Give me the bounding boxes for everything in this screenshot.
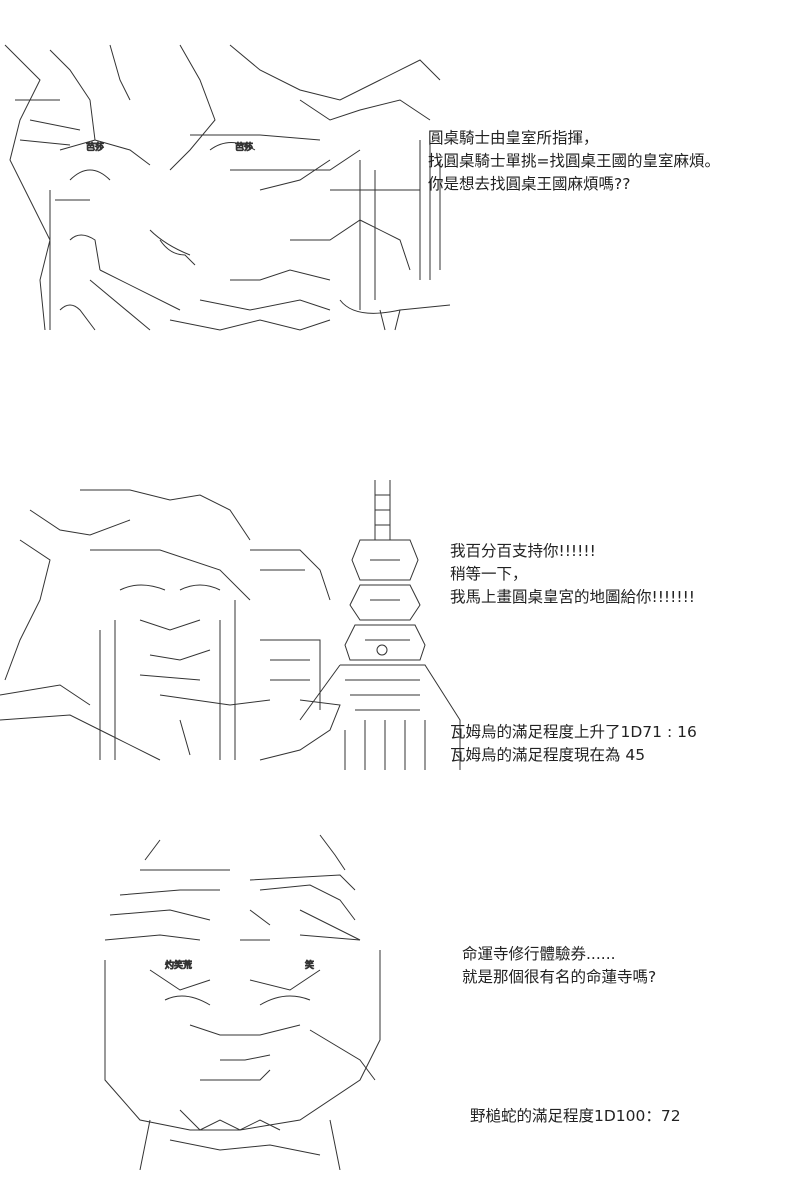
ascii-art-knights: 芭莎 芭莎 — [0, 40, 460, 340]
ascii-art-character: 灼笑荒 笑 — [70, 830, 410, 1170]
dialogue-line: 你是想去找圓桌王國麻煩嗎?? — [428, 175, 631, 193]
dialogue-line: 就是那個很有名的命蓮寺嗎? — [462, 968, 657, 986]
dialogue-line: 我馬上畫圓桌皇宮的地圖給你!!!!!!! — [450, 588, 695, 606]
panel-3-dialogue: 命運寺修行體驗券...... 就是那個很有名的命蓮寺嗎? — [462, 943, 656, 989]
dialogue-line: 圓桌騎士由皇室所指揮， — [428, 129, 599, 147]
art-label-left: 芭莎 — [86, 141, 104, 153]
panel-1: 芭莎 芭莎 圓桌騎士由皇室所指揮， 找圓桌騎士單挑=找圓桌王國的皇室麻煩。 你是… — [0, 0, 800, 360]
panel-3: 灼笑荒 笑 命運寺修行體驗券...... 就是那個很有名的命蓮寺嗎? 野槌蛇的滿… — [0, 820, 800, 1180]
art-label-right: 芭莎 — [235, 141, 253, 153]
panel-2-status: 瓦姆烏的滿足程度上升了1D71 : 16 瓦姆烏的滿足程度現在為 45 — [450, 721, 697, 767]
dialogue-line: 命運寺修行體驗券...... — [462, 945, 616, 963]
panel-2-dialogue: 我百分百支持你!!!!!! 稍等一下， 我馬上畫圓桌皇宮的地圖給你!!!!!!! — [450, 540, 695, 609]
status-line: 野槌蛇的滿足程度1D100：72 — [470, 1107, 681, 1125]
ascii-art-tower — [0, 480, 470, 775]
status-line: 瓦姆烏的滿足程度現在為 45 — [450, 746, 646, 764]
dialogue-line: 我百分百支持你!!!!!! — [450, 542, 596, 560]
status-line: 瓦姆烏的滿足程度上升了1D71 : 16 — [450, 723, 697, 741]
art-label-right: 笑 — [305, 959, 314, 971]
panel-2: 我百分百支持你!!!!!! 稍等一下， 我馬上畫圓桌皇宮的地圖給你!!!!!!!… — [0, 470, 800, 780]
panel-1-dialogue: 圓桌騎士由皇室所指揮， 找圓桌騎士單挑=找圓桌王國的皇室麻煩。 你是想去找圓桌王… — [428, 127, 720, 196]
art-label-left: 灼笑荒 — [165, 959, 192, 971]
panel-3-status: 野槌蛇的滿足程度1D100：72 — [470, 1105, 681, 1128]
dialogue-line: 稍等一下， — [450, 565, 528, 583]
dialogue-line: 找圓桌騎士單挑=找圓桌王國的皇室麻煩。 — [428, 152, 720, 170]
